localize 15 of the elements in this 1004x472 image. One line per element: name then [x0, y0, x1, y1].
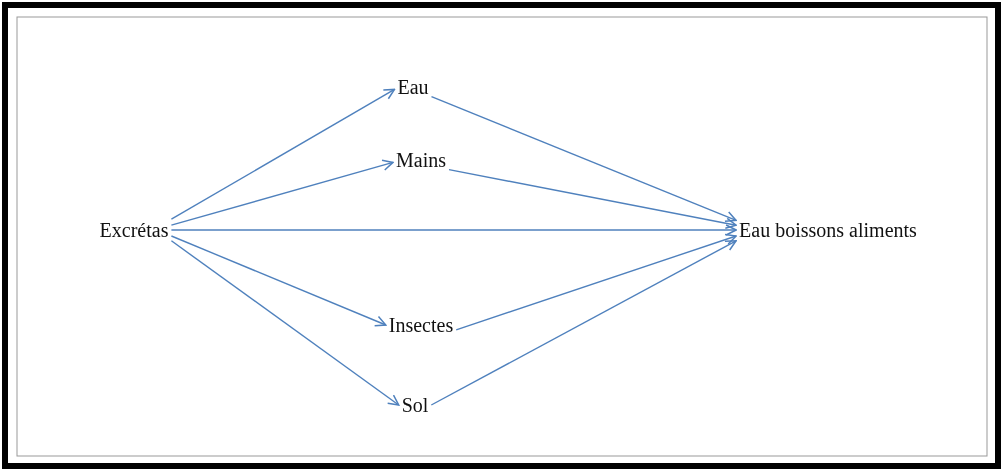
arrow — [448, 168, 737, 229]
node-label: Mains — [396, 149, 446, 171]
arrow — [455, 233, 737, 331]
arrow — [430, 240, 737, 406]
arrow — [170, 224, 737, 236]
arrow — [170, 240, 400, 406]
arrow — [170, 235, 387, 327]
node-label: Insectes — [388, 314, 454, 336]
node-label: Eau boissons aliments — [739, 219, 917, 241]
node-label: Excrétas — [99, 219, 169, 241]
node-label: Eau — [397, 76, 429, 98]
arrow — [170, 88, 396, 220]
arrow — [430, 95, 737, 222]
node-label: Sol — [401, 394, 429, 416]
arrow — [170, 159, 394, 226]
